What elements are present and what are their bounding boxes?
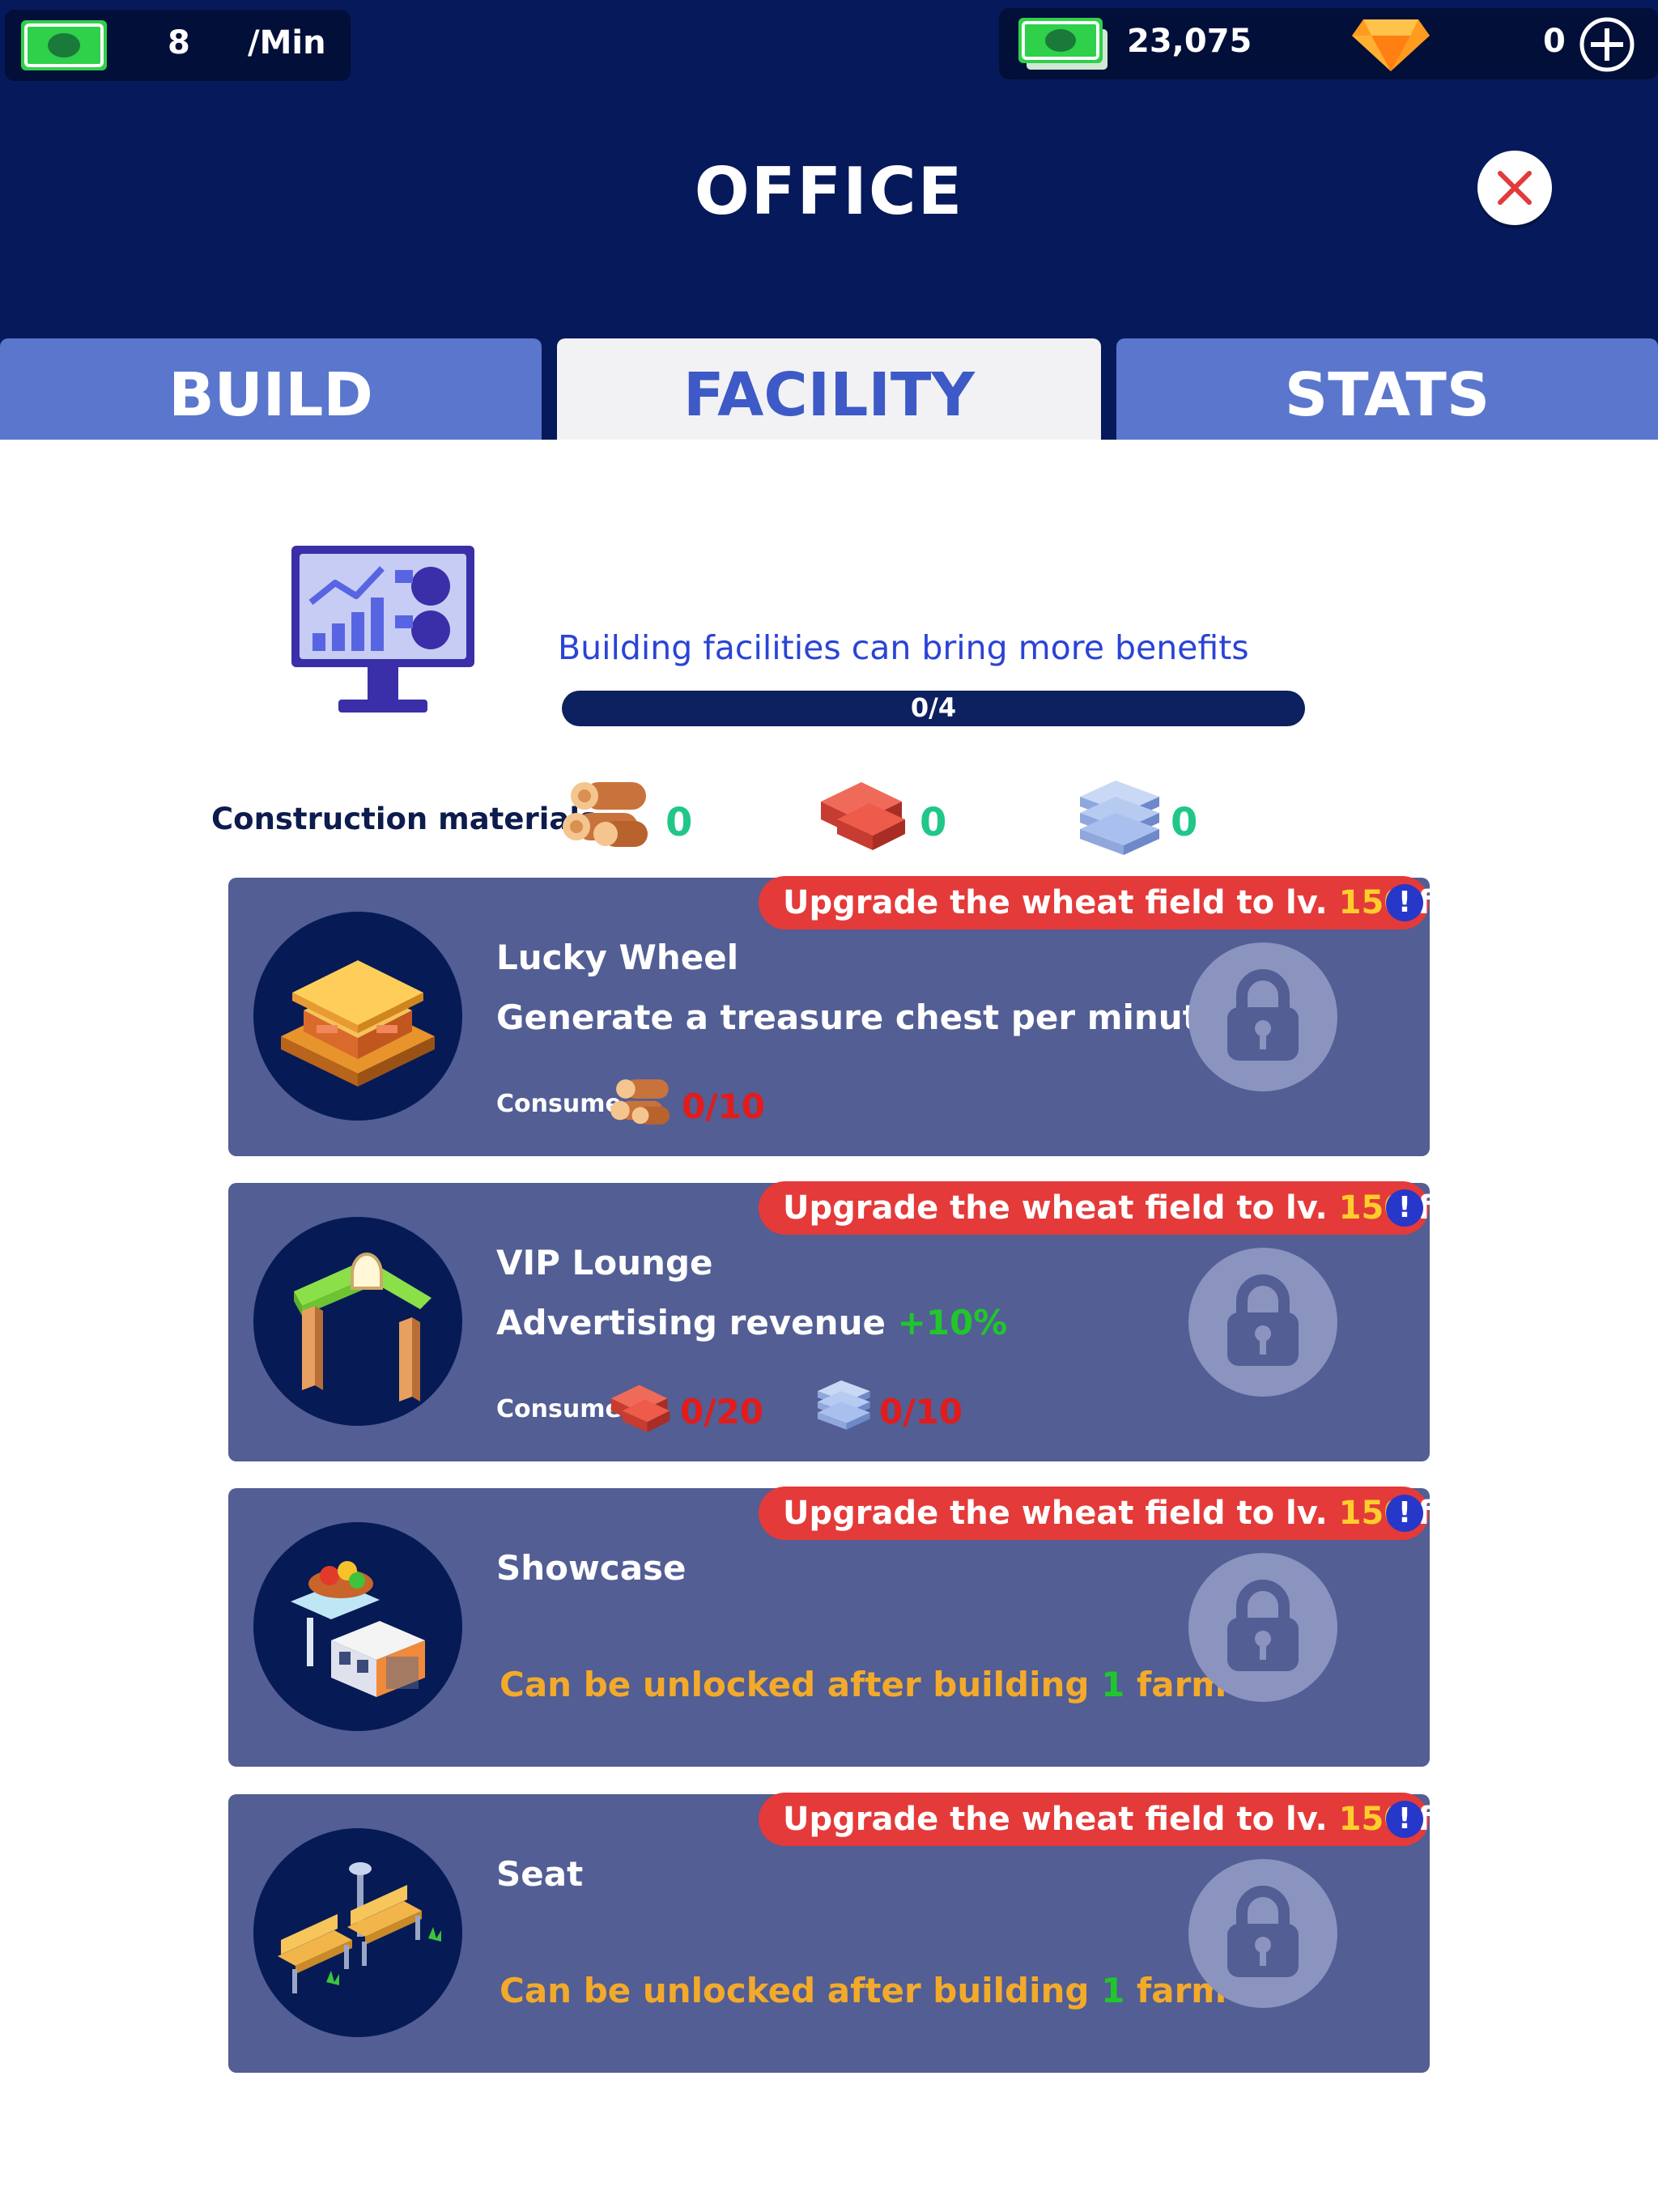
- facility-bonus: +10%: [897, 1303, 1008, 1342]
- consume-wood-count: 0/10: [682, 1087, 766, 1126]
- facility-card-lucky-wheel[interactable]: Upgrade the wheat field to lv. 150 first…: [228, 876, 1505, 1156]
- brick-icon: [821, 782, 905, 850]
- facility-progress-bar: 0/4: [562, 691, 1305, 726]
- facility-card-seat[interactable]: Upgrade the wheat field to lv. 150 first…: [228, 1793, 1505, 2073]
- page-title: OFFICE: [694, 154, 964, 229]
- facility-card-showcase[interactable]: Upgrade the wheat field to lv. 150 first…: [228, 1487, 1505, 1767]
- facility-image-circle: [253, 912, 462, 1121]
- income-rate-panel: [5, 10, 351, 81]
- facility-image-circle: [253, 1828, 462, 2037]
- warning-icon: !: [1386, 884, 1423, 921]
- facility-description: Generate a treasure chest per minute: [496, 998, 1222, 1037]
- lock-icon: [1227, 969, 1299, 1061]
- locked-indicator: [1188, 1553, 1337, 1702]
- progress-label: 0/4: [910, 692, 957, 723]
- wood-icon: [610, 1079, 670, 1125]
- warning-text: Upgrade the wheat field to lv.: [783, 1801, 1339, 1838]
- locked-indicator: [1188, 1859, 1337, 2008]
- wood-count: 0: [665, 800, 693, 845]
- locked-indicator: [1188, 1248, 1337, 1397]
- warning-text-suffix: first.: [1406, 1801, 1505, 1838]
- locked-indicator: [1188, 942, 1337, 1091]
- consume-label: Consume: [496, 1395, 622, 1423]
- add-gems-button[interactable]: [1579, 16, 1635, 73]
- brick-icon: [610, 1385, 670, 1432]
- warning-text-suffix: first.: [1406, 1189, 1505, 1227]
- upgrade-warning-banner: Upgrade the wheat field to lv. 150 first…: [759, 876, 1505, 929]
- warning-text: Upgrade the wheat field to lv.: [783, 1189, 1339, 1227]
- close-button[interactable]: [1477, 151, 1552, 225]
- facility-name: VIP Lounge: [496, 1243, 713, 1283]
- wallet-panel: [999, 8, 1658, 79]
- tab-stats[interactable]: STATS: [1116, 338, 1658, 440]
- warning-text-suffix: first.: [1406, 1495, 1505, 1532]
- facility-name: Seat: [496, 1854, 584, 1894]
- steel-count: 0: [1171, 800, 1198, 845]
- facility-description-text: Advertising revenue: [496, 1303, 898, 1342]
- showcase-stall-icon: [291, 1561, 425, 1697]
- warning-icon: !: [1386, 1189, 1423, 1227]
- warning-text-suffix: first.: [1406, 884, 1505, 921]
- steel-icon: [1080, 781, 1159, 855]
- unlock-requirement: Can be unlocked after building 1 farm: [500, 1971, 1226, 2010]
- lock-icon: [1227, 1580, 1299, 1671]
- facility-info-text: Building facilities can bring more benef…: [558, 628, 1249, 667]
- bench-icon: [278, 1862, 441, 1993]
- consume-brick-count-value: 0/20: [680, 1392, 764, 1431]
- warning-text: Upgrade the wheat field to lv.: [783, 884, 1339, 921]
- close-icon: [1498, 171, 1532, 205]
- income-rate-unit: /Min: [248, 24, 326, 62]
- cash-icon: [21, 20, 107, 70]
- income-rate-value: 8: [168, 24, 190, 62]
- unlock-text: Can be unlocked after building: [500, 1971, 1102, 2010]
- consume-label: Consume: [496, 1090, 622, 1118]
- money-value: 23,075: [1127, 23, 1252, 60]
- treasure-building-icon: [281, 960, 435, 1087]
- facility-card-vip-lounge[interactable]: Upgrade the wheat field to lv. 150 first…: [228, 1181, 1505, 1461]
- consume-steel-count: 0/10: [879, 1392, 963, 1431]
- warning-icon: !: [1386, 1495, 1423, 1532]
- tab-build[interactable]: BUILD: [0, 338, 542, 440]
- upgrade-warning-banner: Upgrade the wheat field to lv. 150 first…: [759, 1487, 1505, 1540]
- brick-count: 0: [920, 800, 947, 845]
- unlock-count: 1: [1101, 1665, 1125, 1704]
- warning-text: Upgrade the wheat field to lv.: [783, 1495, 1339, 1532]
- gem-value: 0: [1543, 23, 1566, 60]
- facility-description: Advertising revenue +10%: [496, 1303, 1007, 1342]
- gem-icon: [1352, 19, 1430, 71]
- materials-label: Construction materials: [211, 802, 598, 836]
- upgrade-warning-banner: Upgrade the wheat field to lv. 150 first…: [759, 1793, 1505, 1846]
- facility-image-circle: [253, 1522, 462, 1731]
- warning-icon: !: [1386, 1801, 1423, 1838]
- wood-icon: [563, 782, 648, 847]
- unlock-requirement: Can be unlocked after building 1 farm: [500, 1665, 1226, 1704]
- unlock-text: Can be unlocked after building: [500, 1665, 1102, 1704]
- facility-name: Lucky Wheel: [496, 938, 739, 977]
- upgrade-warning-banner: Upgrade the wheat field to lv. 150 first…: [759, 1181, 1505, 1235]
- lock-icon: [1227, 1274, 1299, 1366]
- unlock-count: 1: [1101, 1971, 1125, 2010]
- facility-name: Showcase: [496, 1548, 687, 1588]
- tab-facility[interactable]: FACILITY: [557, 338, 1101, 440]
- cash-stack-icon: [1018, 18, 1107, 70]
- lock-icon: [1227, 1886, 1299, 1977]
- steel-icon: [817, 1380, 870, 1430]
- monitor-icon: [291, 546, 474, 713]
- facility-image-circle: [253, 1217, 462, 1426]
- archway-icon: [294, 1253, 432, 1402]
